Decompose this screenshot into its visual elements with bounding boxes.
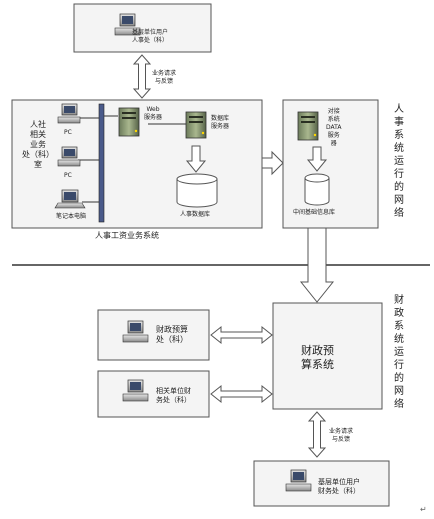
pc2-label: PC [64, 172, 72, 179]
return-mark: ↵ [420, 505, 427, 514]
double-arrow [210, 384, 273, 404]
finance-budget-label: 财政预算处（科） [156, 325, 188, 344]
hr-database-icon [176, 173, 218, 208]
bottom-feedback-label: 业务请求与反馈 [329, 428, 354, 443]
center-database-icon [304, 173, 330, 206]
top-user-box [73, 3, 212, 53]
laptop-icon [54, 189, 86, 209]
network-bus [98, 103, 105, 223]
finance-system-label: 财政预算系统 [301, 344, 334, 371]
computer-icon [122, 379, 149, 402]
exchange-server-label: 对接 系统 DATA 服务 器 [326, 108, 342, 147]
bottom-request-arrow [307, 411, 327, 458]
double-arrow [210, 325, 273, 345]
hr-network-label: 人事系统运行的网络 [394, 104, 404, 219]
bottom-user-box [253, 460, 390, 507]
computer-icon [122, 320, 149, 343]
finance-network-label: 财政系统运行的网络 [394, 295, 404, 410]
laptop-label: 笔记本电脑 [56, 213, 87, 220]
bottom-user-label: 基层单位用户财务处（科） [318, 478, 360, 495]
hr-system-label: 人事工资业务系统 [95, 231, 159, 240]
left-unit-label: 人社 相关 业务 处（科） 室 [22, 120, 54, 169]
pc-icon [57, 103, 81, 124]
finance-budget-box [97, 309, 210, 361]
down-arrow [185, 145, 207, 173]
down-arrow [299, 227, 335, 303]
exchange-box [282, 99, 379, 229]
top-request-arrow [132, 54, 152, 99]
top-feedback-label: 业务请求与反馈 [152, 70, 177, 85]
top-user-label: 基层单位用户人事处（科） [132, 29, 169, 44]
db-server-label: 数据库服务器 [211, 115, 230, 130]
computer-icon [114, 13, 141, 36]
web-server-icon [118, 107, 140, 137]
pc-icon [57, 146, 81, 167]
db-server-icon [185, 111, 207, 139]
finance-system-box [272, 302, 383, 410]
down-arrow [306, 146, 328, 172]
hr-db-label: 人事数据库 [180, 211, 211, 218]
center-db-label: 中间基础信息库 [293, 209, 336, 216]
data-server-icon [297, 111, 319, 141]
pc1-label: PC [64, 129, 72, 136]
related-finance-label: 相关单位财务处（科） [156, 387, 191, 404]
computer-icon [285, 469, 312, 492]
right-arrow [261, 150, 284, 176]
related-finance-box [97, 370, 210, 418]
